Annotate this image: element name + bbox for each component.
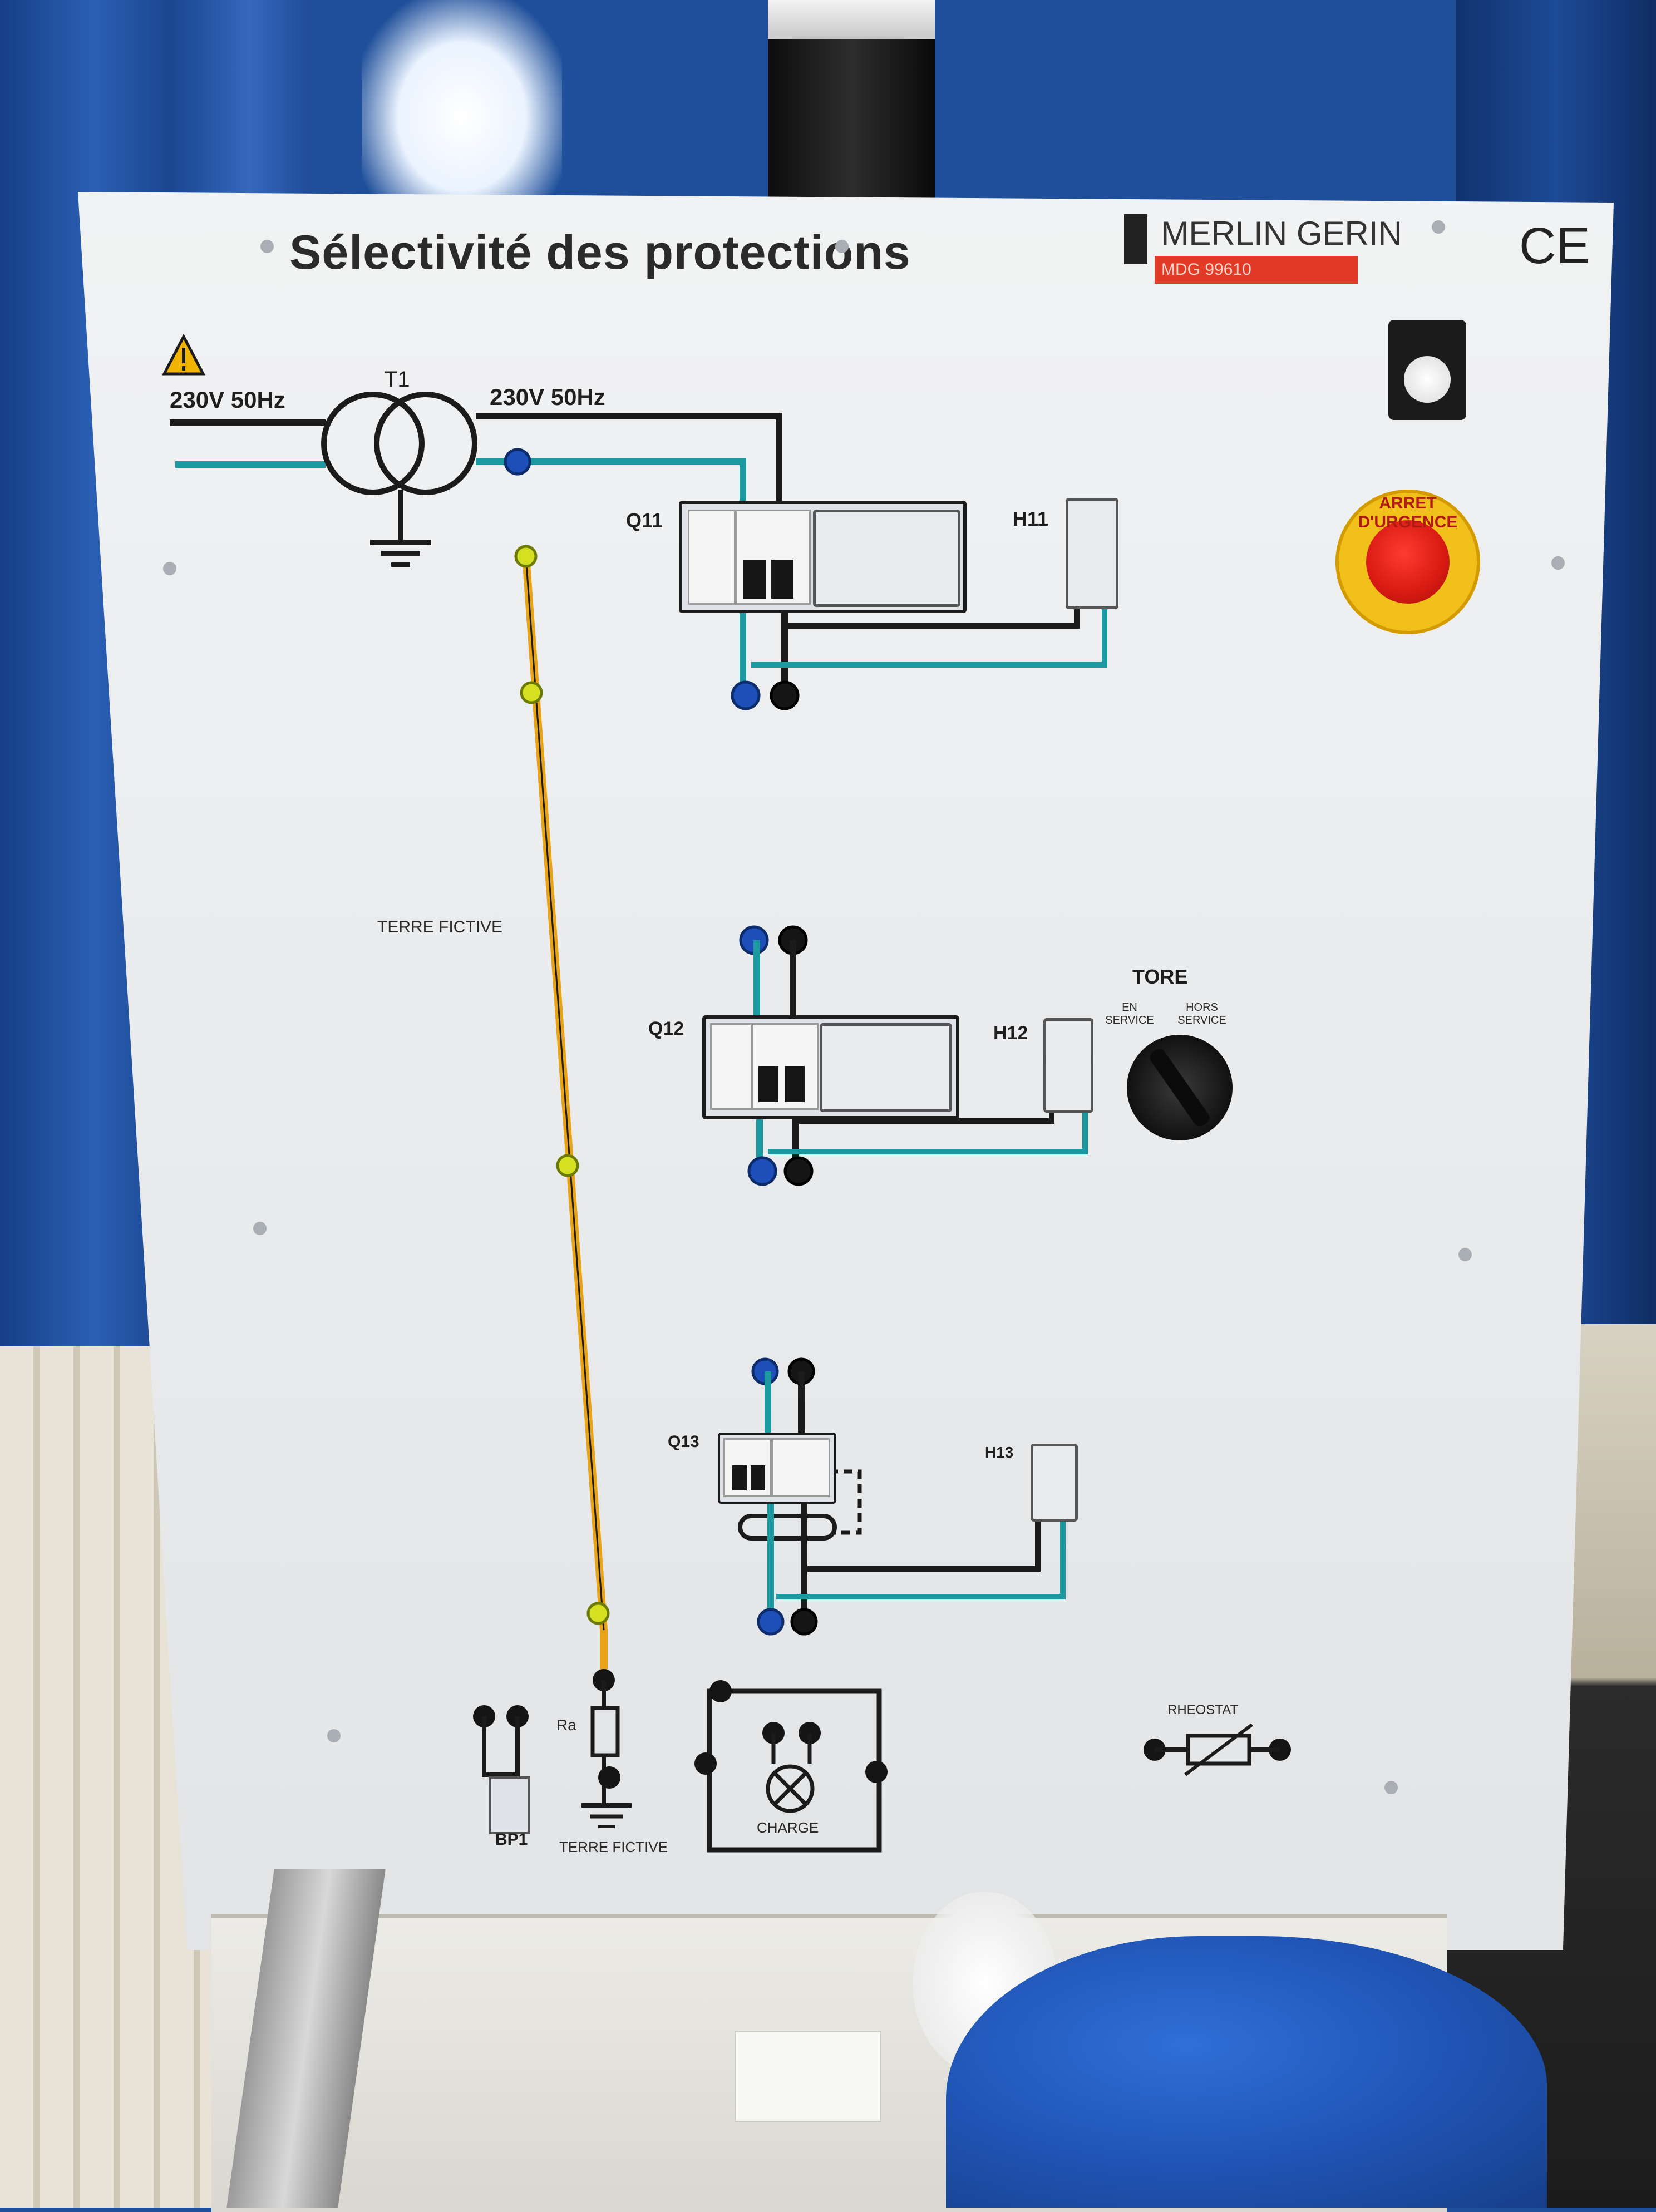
h11-label: H11: [1013, 507, 1049, 530]
charge-label: CHARGE: [757, 1819, 819, 1836]
q11-label: Q11: [626, 509, 663, 532]
neutral-socket-top: [504, 448, 531, 476]
q11-breaker[interactable]: [679, 501, 967, 613]
rheostat-label: RHEOSTAT: [1167, 1702, 1239, 1717]
h13-label: H13: [985, 1444, 1014, 1461]
push-button[interactable]: [1388, 320, 1466, 420]
h13-indicator: [1031, 1444, 1078, 1522]
q12-relay[interactable]: [820, 1023, 952, 1112]
terre-fictive-label: TERRE FICTIVE: [377, 918, 503, 936]
q11-module-a: [688, 510, 736, 605]
pole-cap: [768, 0, 935, 39]
rheostat-symbol-icon: [1144, 1723, 1291, 1776]
tore-off-label: HORS SERVICE: [1177, 1001, 1226, 1026]
supply-right-voltage: 230V 50Hz: [490, 384, 605, 410]
tore-knob-icon[interactable]: [1127, 1035, 1233, 1140]
tore-knob-bar: [1147, 1046, 1213, 1129]
h12-label: H12: [993, 1023, 1028, 1044]
q11-toggle-2[interactable]: [771, 560, 793, 599]
blue-cloth: [946, 1936, 1547, 2208]
transformer-label: T1: [384, 367, 410, 392]
q13-label: Q13: [668, 1433, 699, 1451]
q13-toggle[interactable]: [732, 1465, 747, 1490]
q12-module-a: [710, 1023, 752, 1110]
emergency-stop-button[interactable]: [1366, 520, 1450, 604]
emergency-stop[interactable]: ARRET D'URGENCE: [1335, 490, 1480, 634]
brand-ref: MDG 99610: [1155, 256, 1358, 284]
lamp-symbol-icon: [766, 1764, 815, 1813]
tore-on-label: EN SERVICE: [1105, 1001, 1154, 1026]
q13-toggle-2[interactable]: [751, 1465, 765, 1490]
q11-relay[interactable]: [813, 510, 960, 607]
h11-indicator: [1066, 498, 1118, 609]
transformer-symbol-icon: [321, 392, 477, 567]
ra-label: Ra: [556, 1716, 576, 1734]
h12-indicator: [1043, 1018, 1093, 1113]
brand-name: MERLIN GERIN: [1161, 215, 1402, 252]
earth-ground-icon: [581, 1803, 632, 1828]
q13-module-b: [771, 1438, 830, 1497]
terre-fictive-bottom-label: TERRE FICTIVE: [559, 1839, 668, 1855]
supply-left-voltage: 230V 50Hz: [170, 387, 285, 413]
bp1-label[interactable]: BP1: [495, 1830, 528, 1849]
q12-breaker[interactable]: [702, 1015, 959, 1119]
estop-label: ARRET D'URGENCE: [1358, 494, 1458, 531]
ce-mark: CE: [1519, 218, 1590, 274]
q12-label: Q12: [648, 1018, 684, 1039]
brand: MERLIN GERIN: [1124, 214, 1402, 264]
brand-logo-icon: [1124, 214, 1147, 264]
tore-title: TORE: [1132, 965, 1188, 988]
q11-toggle[interactable]: [743, 560, 766, 599]
panel-title: Sélectivité des protections: [289, 226, 911, 279]
warning-triangle-icon: [161, 333, 206, 376]
q13-breaker[interactable]: [718, 1433, 836, 1504]
label-card: [735, 2031, 881, 2122]
push-button-cap[interactable]: [1404, 356, 1451, 403]
q12-toggle[interactable]: [758, 1066, 778, 1102]
q12-toggle-2[interactable]: [785, 1066, 805, 1102]
